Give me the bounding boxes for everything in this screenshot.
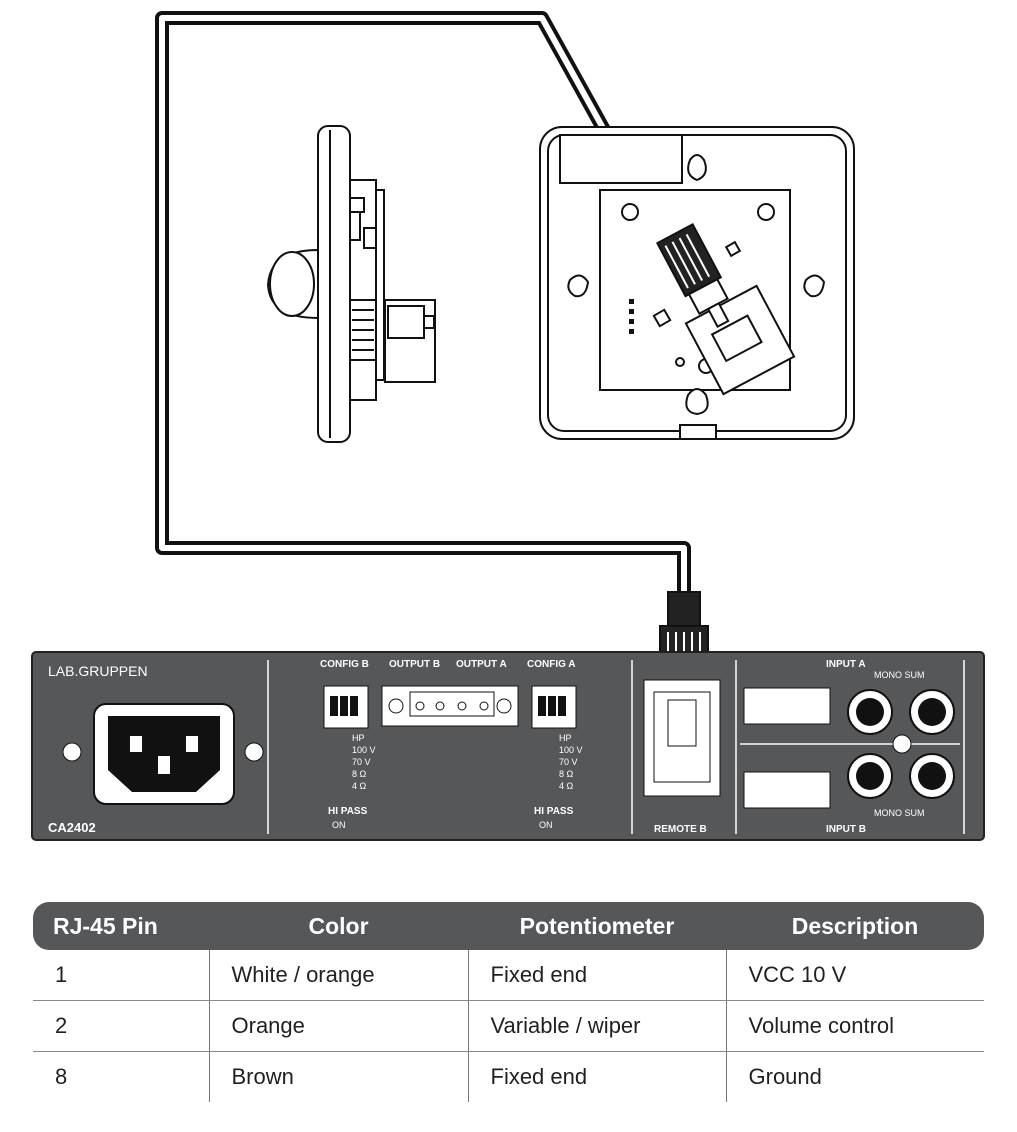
remote-b-label: REMOTE B xyxy=(654,824,707,835)
svg-text:4 Ω: 4 Ω xyxy=(352,781,367,791)
power-inlet xyxy=(62,703,264,805)
table-row: 8 Brown Fixed end Ground xyxy=(33,1051,984,1102)
header-color: Color xyxy=(209,902,468,950)
cell-pin: 8 xyxy=(55,1064,68,1089)
mono-sum-a-label: MONO SUM xyxy=(874,670,925,680)
table-row: 1 White / orange Fixed end VCC 10 V xyxy=(33,950,984,1001)
cell-potentiometer: Fixed end xyxy=(467,1051,726,1102)
svg-text:8 Ω: 8 Ω xyxy=(559,769,574,779)
header-description: Description xyxy=(726,902,984,950)
amplifier-rear-panel: LAB.GRUPPEN CA2402 CONFIG B OUTPUT B OUT… xyxy=(31,651,985,841)
hi-pass-b-label: HI PASS xyxy=(328,806,368,817)
input-a-label: INPUT A xyxy=(826,659,866,670)
header-potentiometer: Potentiometer xyxy=(468,902,726,950)
svg-text:70 V: 70 V xyxy=(559,757,578,767)
input-b-label: INPUT B xyxy=(826,824,866,835)
cell-color: Brown xyxy=(208,1051,468,1102)
table-row: 2 Orange Variable / wiper Volume control xyxy=(33,1000,984,1052)
config-a-label: CONFIG A xyxy=(527,659,576,670)
wiring-diagram: LAB.GRUPPEN CA2402 CONFIG B OUTPUT B OUT… xyxy=(31,11,985,841)
wall-plate-side-view xyxy=(266,125,436,443)
input-a-connector[interactable] xyxy=(743,687,831,725)
table-header-row: RJ-45 Pin Color Potentiometer Descriptio… xyxy=(33,902,984,950)
svg-text:4 Ω: 4 Ω xyxy=(559,781,574,791)
header-rj45-pin: RJ-45 Pin xyxy=(33,902,209,950)
config-b-label: CONFIG B xyxy=(320,659,369,670)
output-b-label: OUTPUT B xyxy=(389,659,440,670)
input-b-connector[interactable] xyxy=(743,771,831,809)
svg-text:8 Ω: 8 Ω xyxy=(352,769,367,779)
svg-text:100 V: 100 V xyxy=(352,745,376,755)
cell-color: Orange xyxy=(208,1000,468,1052)
svg-text:HP: HP xyxy=(352,733,365,743)
brand-logo: LAB.GRUPPEN xyxy=(48,663,148,679)
hi-pass-a-label: HI PASS xyxy=(534,806,574,817)
model-label: CA2402 xyxy=(48,820,96,835)
mono-sum-b-label: MONO SUM xyxy=(874,808,925,818)
svg-text:HP: HP xyxy=(559,733,572,743)
rj45-pin-table: RJ-45 Pin Color Potentiometer Descriptio… xyxy=(33,902,984,1102)
on-b-label: ON xyxy=(332,820,346,830)
on-a-label: ON xyxy=(539,820,553,830)
cell-description: Ground xyxy=(725,1051,984,1102)
cell-description: Volume control xyxy=(725,1000,984,1052)
cell-color: White / orange xyxy=(208,950,468,1001)
cable xyxy=(155,11,691,600)
svg-text:70 V: 70 V xyxy=(352,757,371,767)
cell-potentiometer: Fixed end xyxy=(467,950,726,1001)
cell-potentiometer: Variable / wiper xyxy=(467,1000,726,1052)
output-a-label: OUTPUT A xyxy=(456,659,507,670)
cell-pin: 2 xyxy=(33,1000,209,1052)
cell-description: VCC 10 V xyxy=(725,950,984,1001)
wall-plate-front-view xyxy=(539,126,855,440)
cell-pin: 1 xyxy=(33,950,209,1001)
svg-text:100 V: 100 V xyxy=(559,745,583,755)
